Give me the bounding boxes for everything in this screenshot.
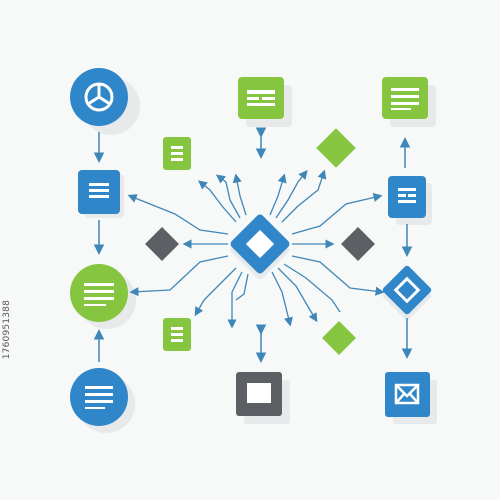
gray-diamond-left bbox=[145, 227, 179, 261]
right-blue-doc bbox=[388, 176, 432, 225]
layout-icon bbox=[247, 90, 275, 106]
document-icon bbox=[89, 183, 109, 198]
stock-id-label: 1760951388 bbox=[2, 300, 12, 360]
window-icon bbox=[247, 383, 271, 403]
gray-diamond-right bbox=[341, 227, 375, 261]
green-document-circle bbox=[70, 264, 136, 329]
small-green-doc-upper bbox=[163, 137, 191, 170]
bottom-document-circle bbox=[70, 368, 135, 433]
right-blue-diamond bbox=[382, 265, 432, 320]
pie-chart-node bbox=[70, 68, 140, 135]
top-green-card bbox=[238, 77, 292, 127]
document-node-left bbox=[78, 170, 124, 218]
bottom-gray-card bbox=[236, 372, 290, 424]
central-hub bbox=[230, 214, 290, 280]
document-icon bbox=[85, 386, 113, 409]
form-icon bbox=[398, 188, 416, 203]
document-icon bbox=[171, 327, 183, 342]
mail-card bbox=[385, 372, 437, 424]
pie-chart-icon bbox=[84, 82, 114, 112]
envelope-icon bbox=[394, 383, 420, 405]
left-column bbox=[70, 68, 140, 433]
hub-connectors bbox=[127, 169, 385, 329]
green-diamond-lower bbox=[322, 321, 356, 355]
document-icon bbox=[84, 283, 114, 306]
green-diamond-upper bbox=[316, 128, 356, 168]
right-top-green-card bbox=[382, 77, 436, 127]
small-green-doc-lower bbox=[163, 318, 191, 351]
document-icon bbox=[171, 146, 183, 161]
document-icon bbox=[391, 88, 419, 110]
